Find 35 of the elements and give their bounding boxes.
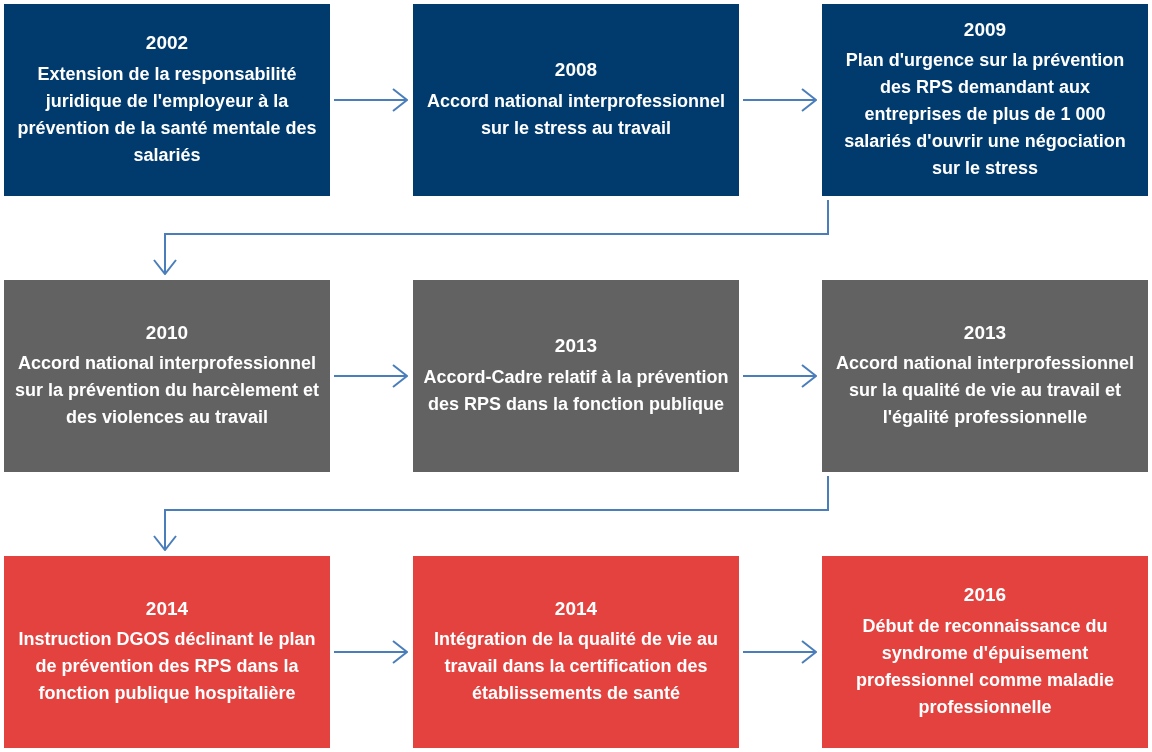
arrow [742, 640, 817, 664]
timeline-event-box [822, 280, 1148, 472]
timeline-event-box [413, 280, 739, 472]
event-description: Accord national interprofessionnel sur la prévention du harcèlement et des violences au travail [13, 352, 321, 430]
timeline-event-box [413, 4, 739, 196]
event-description: Extension de la responsabilité juridique de l'employeur à la prévention de la santé mentale des salariés [16, 62, 318, 167]
event-description: Plan d'urgence sur la prévention des RPS demandant aux entreprises de plus de 1 000 salariés d'ouvrir une négociation sur le stress [843, 49, 1127, 181]
arrow [333, 88, 408, 112]
timeline-event-box [4, 4, 330, 196]
timeline-event-box [822, 4, 1148, 196]
event-description: Accord national interprofessionnel sur la qualité de vie au travail et l'égalité professionnelle [834, 352, 1135, 430]
timeline-event-box [822, 556, 1148, 748]
arrow [742, 364, 817, 388]
elbow-arrow [153, 199, 829, 275]
event-description: Accord-Cadre relatif à la prévention des RPS dans la fonction publique [422, 365, 730, 416]
year-label: 2010 [145, 320, 189, 345]
event-description: Instruction DGOS déclinant le plan de prévention des RPS dans la fonction publique hospitalière [17, 628, 317, 706]
year-label: 2002 [145, 31, 189, 55]
event-description: Accord national interprofessionnel sur le stress au travail [425, 89, 726, 140]
year-label: 2014 [145, 596, 189, 621]
timeline-event-box [4, 556, 330, 748]
year-label: 2008 [554, 58, 598, 82]
year-label: 2013 [963, 320, 1007, 345]
event-description: Intégration de la qualité de vie au travail dans la certification des établissements de santé [432, 628, 720, 706]
year-label: 2014 [554, 596, 598, 621]
elbow-arrow [153, 475, 829, 551]
timeline-event-box [4, 280, 330, 472]
arrow [742, 88, 817, 112]
event-description: Début de reconnaissance du syndrome d'épuisement professionnel comme maladie professionnelle [854, 614, 1116, 719]
arrow [333, 640, 408, 664]
year-label: 2009 [963, 17, 1007, 42]
timeline-event-box [413, 556, 739, 748]
year-label: 2013 [554, 334, 598, 358]
year-label: 2016 [963, 583, 1007, 607]
arrow [333, 364, 408, 388]
